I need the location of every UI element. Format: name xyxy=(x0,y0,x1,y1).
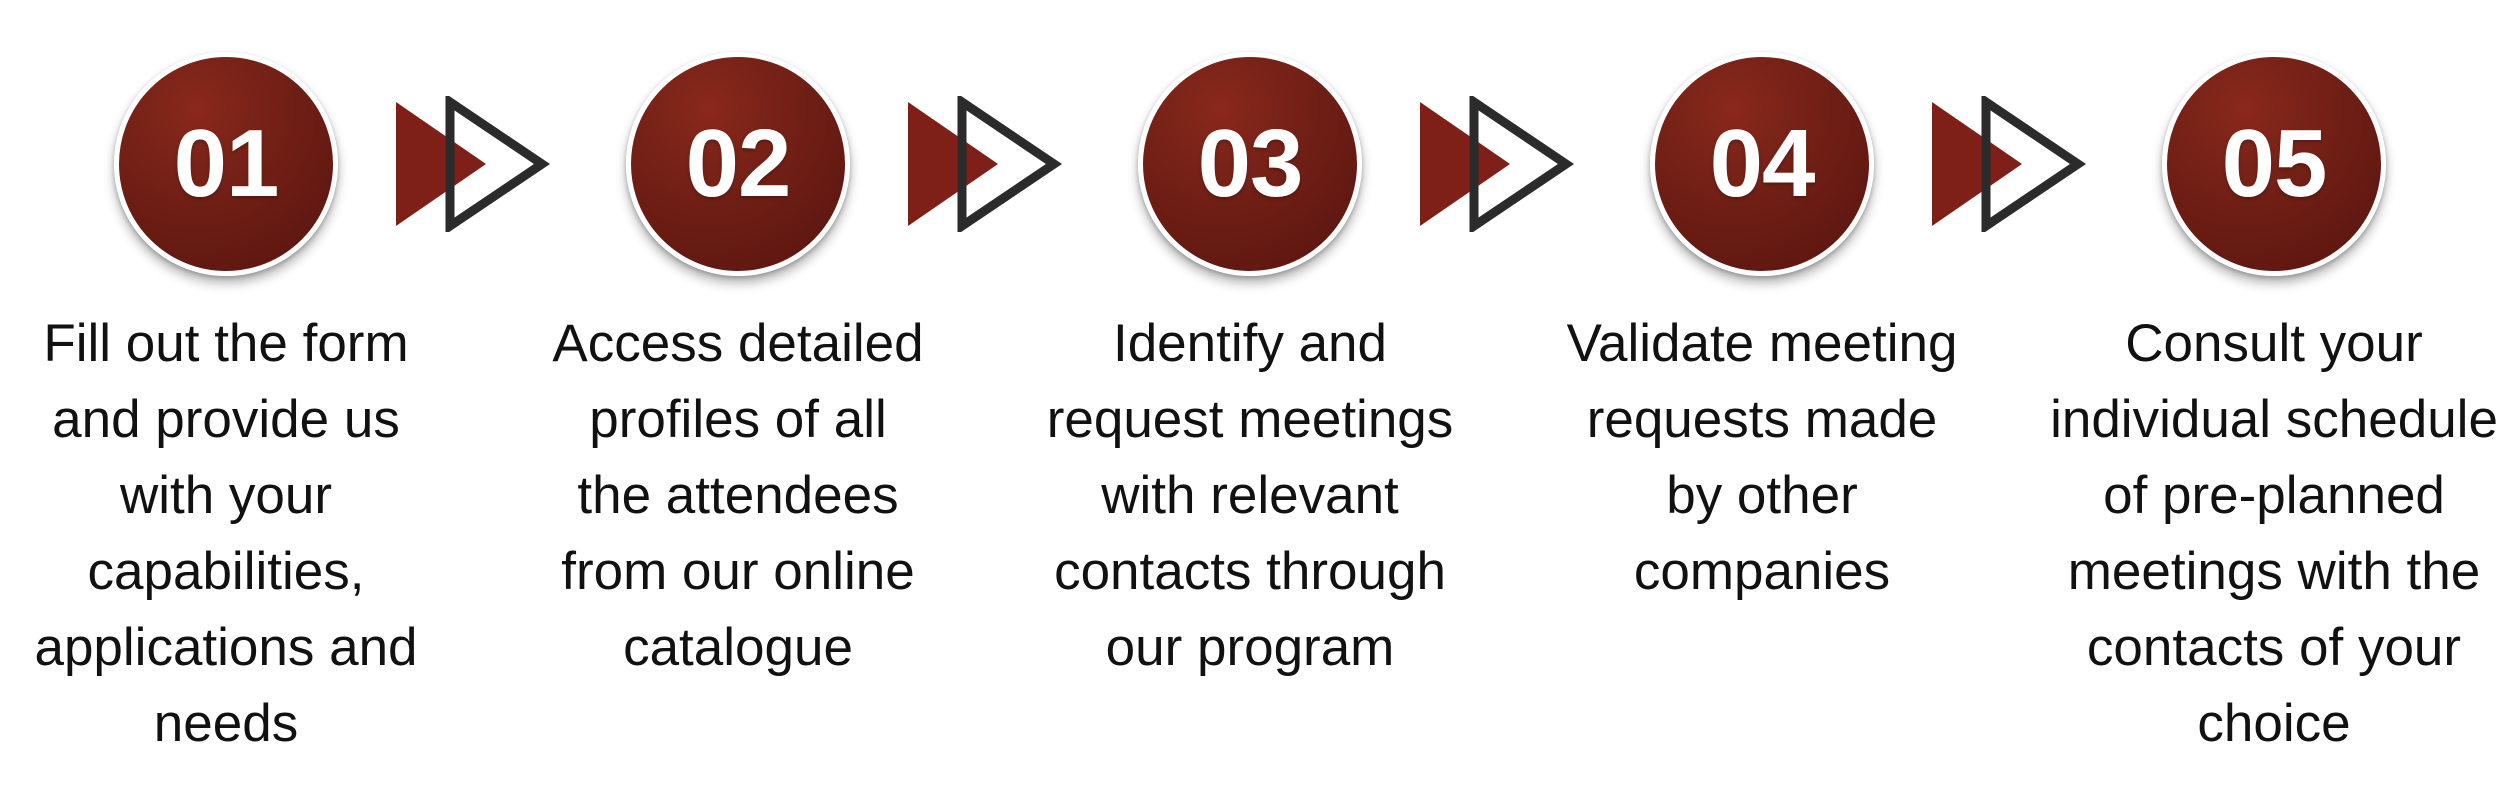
step-badge-05[interactable]: 05 xyxy=(2162,52,2386,276)
connector-arrow-4 xyxy=(1874,52,2162,276)
step-caption-row: Fill out the form and provide us with yo… xyxy=(0,306,2500,762)
step-caption-02: Access detailed profiles of all the atte… xyxy=(552,314,924,677)
step-caption-03: Identify and request meetings with relev… xyxy=(1046,314,1454,677)
step-badge-02[interactable]: 02 xyxy=(626,52,850,276)
double-chevron-arrow-icon xyxy=(908,96,1063,232)
step-number-05: 05 xyxy=(2221,110,2328,217)
step-badge-03[interactable]: 03 xyxy=(1138,52,1362,276)
step-caption-05: Consult your individual schedule of pre-… xyxy=(2050,314,2498,753)
step-number-02: 02 xyxy=(685,110,792,217)
step-number-04: 04 xyxy=(1709,110,1816,217)
step-badge-01[interactable]: 01 xyxy=(114,52,338,276)
double-chevron-arrow-icon xyxy=(1932,96,2087,232)
double-chevron-arrow-icon xyxy=(396,96,551,232)
step-caption-01: Fill out the form and provide us with yo… xyxy=(34,314,418,753)
connector-arrow-2 xyxy=(850,52,1138,276)
step-badge-04[interactable]: 04 xyxy=(1650,52,1874,276)
step-number-01: 01 xyxy=(173,110,280,217)
step-number-03: 03 xyxy=(1197,110,1304,217)
connector-arrow-3 xyxy=(1362,52,1650,276)
connector-arrow-1 xyxy=(338,52,626,276)
step-badge-row: 01 02 03 04 xyxy=(0,48,2500,280)
step-caption-04: Validate meeting requests made by other … xyxy=(1566,314,1958,601)
double-chevron-arrow-icon xyxy=(1420,96,1575,232)
